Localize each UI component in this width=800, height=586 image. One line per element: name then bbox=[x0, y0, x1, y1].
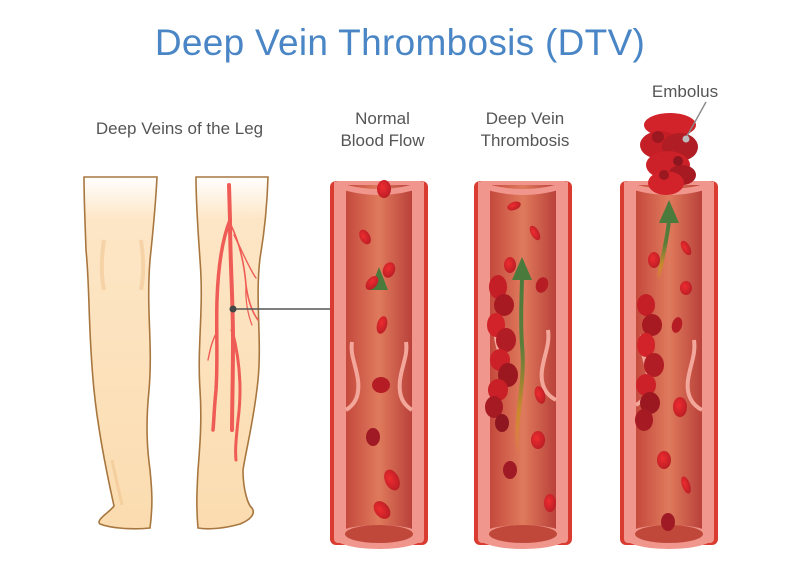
blood-cells bbox=[503, 201, 556, 512]
blood-cells bbox=[359, 180, 400, 519]
normal-flow-caption: Normal Blood Flow bbox=[320, 108, 445, 152]
left-leg bbox=[83, 176, 158, 530]
blood-cells bbox=[648, 240, 692, 531]
normal-vessel bbox=[330, 180, 428, 549]
embolus-caption-text: Embolus bbox=[651, 82, 719, 101]
normal-caption-line1: Normal bbox=[355, 109, 410, 128]
dvt-caption-line2: Thrombosis bbox=[480, 131, 570, 150]
right-leg bbox=[195, 176, 269, 530]
thrombus-clot bbox=[485, 275, 518, 432]
normal-caption-line2: Blood Flow bbox=[340, 131, 425, 150]
deep-veins bbox=[207, 183, 259, 462]
embolus-vessel bbox=[620, 113, 718, 549]
embolus-caption: Embolus bbox=[630, 81, 740, 103]
dvt-caption: Deep Vein Thrombosis bbox=[460, 108, 590, 152]
embolus-clot bbox=[640, 113, 698, 195]
diagram-title: Deep Vein Thrombosis (DTV) bbox=[154, 22, 646, 63]
dvt-caption-line1: Deep Vein bbox=[485, 109, 565, 128]
legs-caption-text: Deep Veins of the Leg bbox=[95, 119, 264, 138]
legs-caption: Deep Veins of the Leg bbox=[72, 118, 287, 140]
vein-pointer bbox=[229, 305, 336, 313]
residual-clot bbox=[635, 294, 664, 431]
dvt-vessel bbox=[474, 181, 572, 549]
embolus-pointer bbox=[682, 101, 707, 143]
